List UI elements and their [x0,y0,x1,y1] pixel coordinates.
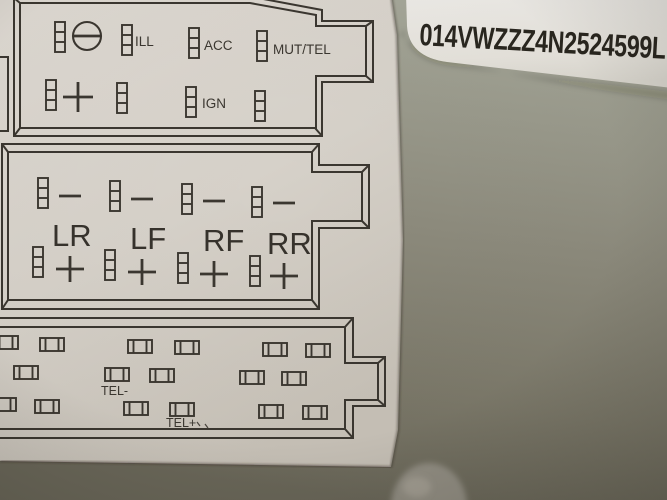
radio-pinout-photo: ILL ACC MUT/TEL IGN LR LF RF [0,0,667,500]
photo-scene: ILL ACC MUT/TEL IGN LR LF RF [0,0,667,500]
photo-vignette [0,0,667,500]
